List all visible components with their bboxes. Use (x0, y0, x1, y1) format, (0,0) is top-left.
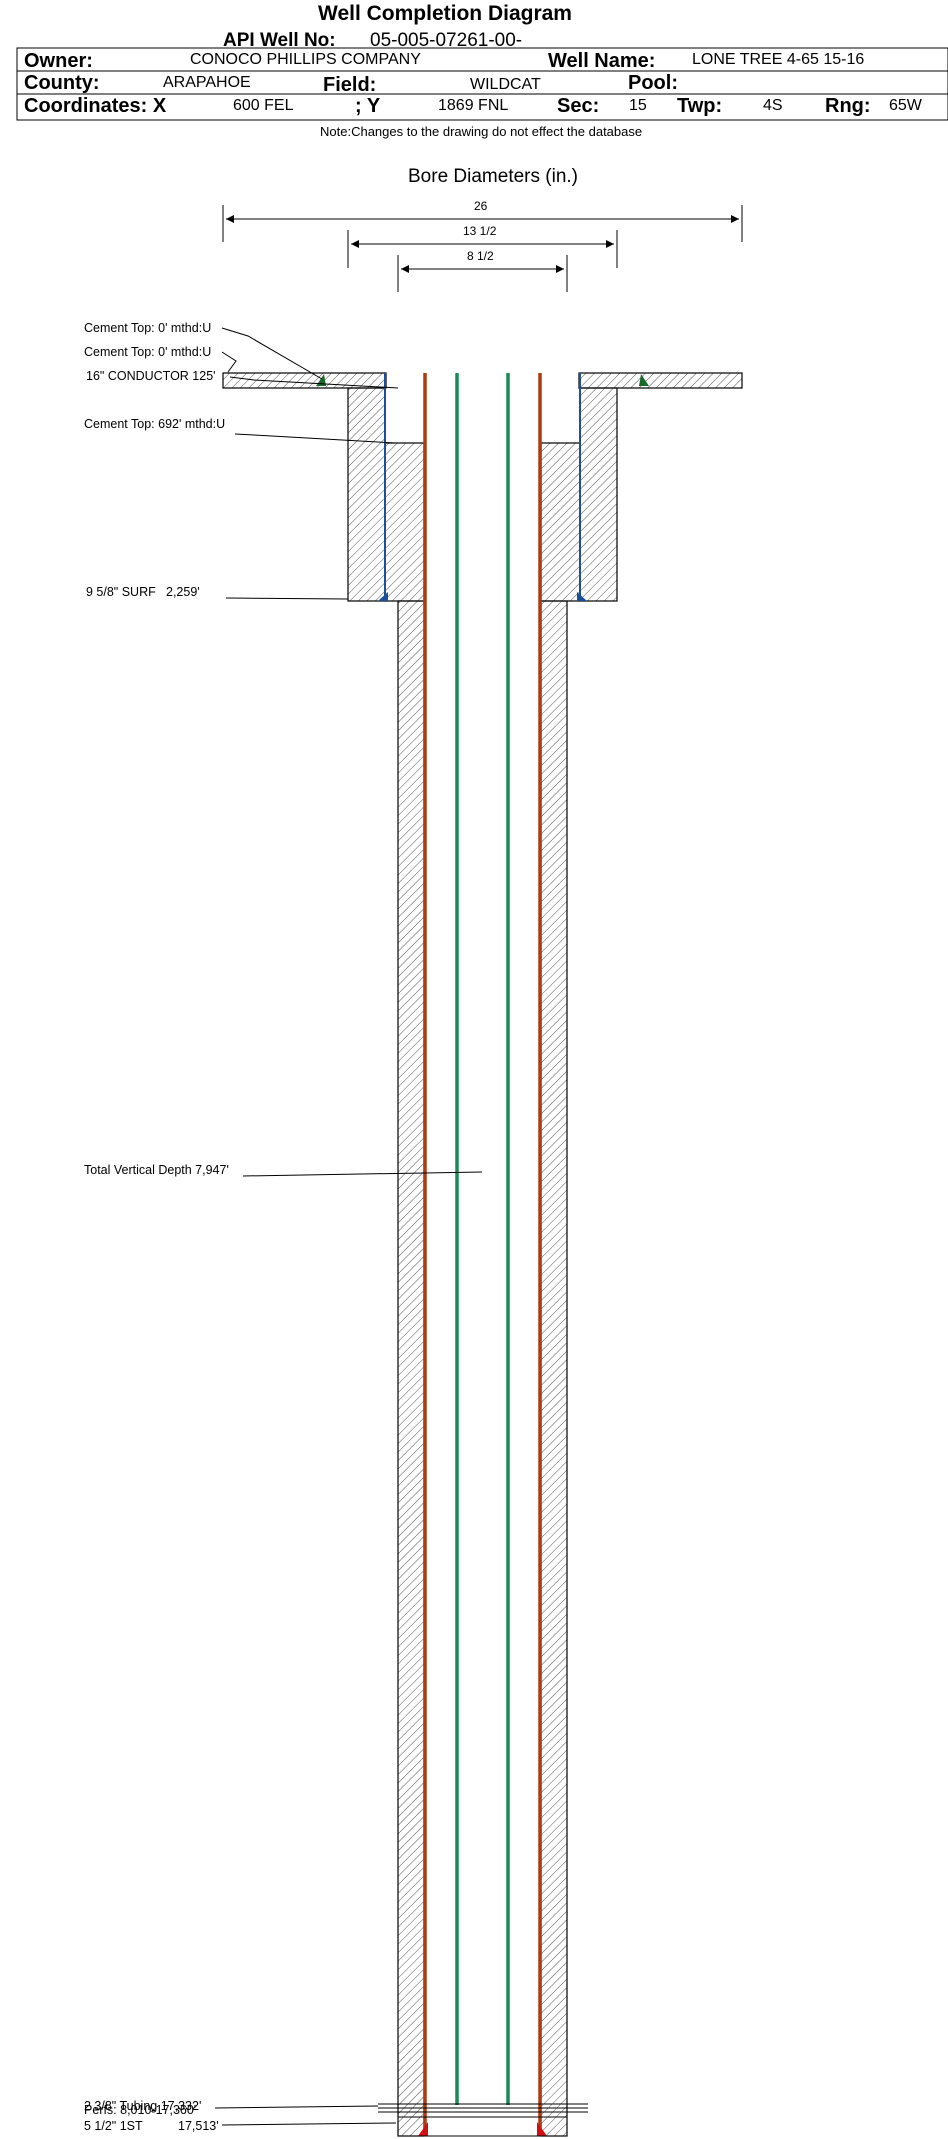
coordinates-label: Coordinates: X (24, 95, 167, 117)
sec-value: 15 (629, 97, 647, 114)
tubing (455, 373, 510, 2105)
surf-casing-label: 9 5/8" SURF (86, 585, 156, 599)
owner-value: CONOCO PHILLIPS COMPANY (190, 51, 421, 68)
prod-shoe-right (537, 2122, 547, 2136)
conductor-shoe-right (639, 374, 649, 386)
surf-casing-depth: 2,259' (166, 585, 200, 599)
twp-value: 4S (763, 97, 783, 114)
y-label: ; Y (355, 95, 381, 117)
api-value: 05-005-07261-00- (370, 30, 523, 51)
bore-diameter-8-1-2: 8 1/2 (467, 249, 494, 263)
bore-diameter-26: 26 (474, 199, 488, 213)
conductor-shoe-left (316, 374, 326, 386)
prod-shoe-left (418, 2122, 428, 2136)
surface-casing (384, 373, 581, 601)
surf-shoe-left (378, 592, 388, 601)
bore-diameters-title: Bore Diameters (in.) (408, 166, 578, 187)
diagram-title: Well Completion Diagram (318, 2, 572, 25)
cement-top-label-2: Cement Top: 0' mthd:U (84, 345, 212, 359)
cement-top-label-3: Cement Top: 692' mthd:U (84, 417, 226, 431)
sec-label: Sec: (557, 95, 600, 117)
database-note: Note:Changes to the drawing do not effec… (320, 124, 643, 139)
county-value: ARAPAHOE (163, 74, 251, 91)
prod-casing-depth: 17,513' (178, 2119, 219, 2133)
perfs-label: Perfs: 8,010-17,360' (84, 2103, 197, 2117)
production-casing (423, 373, 542, 2136)
api-label: API Well No: (223, 30, 336, 51)
conductor-label: 16" CONDUCTOR 125' (86, 369, 216, 383)
cement-top-label-1: Cement Top: 0' mthd:U (84, 321, 212, 335)
header-table (16, 47, 948, 121)
tvd-label: Total Vertical Depth 7,947' (84, 1163, 229, 1177)
surf-shoe-right (577, 592, 587, 601)
well-name-label: Well Name: (548, 50, 656, 72)
cement-regions (222, 372, 743, 2137)
pool-label: Pool: (628, 72, 678, 94)
rng-value: 65W (889, 97, 922, 114)
county-label: County: (24, 72, 100, 94)
field-label: Field: (323, 74, 377, 96)
bore-dimension-lines (222, 205, 743, 292)
well-name-value: LONE TREE 4-65 15-16 (692, 51, 865, 68)
y-value: 1869 FNL (438, 97, 509, 114)
perforations (378, 2103, 588, 2137)
owner-label: Owner: (24, 50, 93, 72)
bore-diameter-13-1-2: 13 1/2 (463, 224, 497, 238)
field-value: WILDCAT (470, 76, 541, 93)
tubing-label: 2 3/8" Tubing 17,332' (84, 2099, 202, 2113)
prod-casing-label: 5 1/2" 1ST (84, 2119, 143, 2133)
rng-label: Rng: (825, 95, 871, 117)
leader-lines (214, 327, 483, 2126)
x-value: 600 FEL (233, 97, 294, 114)
twp-label: Twp: (677, 95, 723, 117)
